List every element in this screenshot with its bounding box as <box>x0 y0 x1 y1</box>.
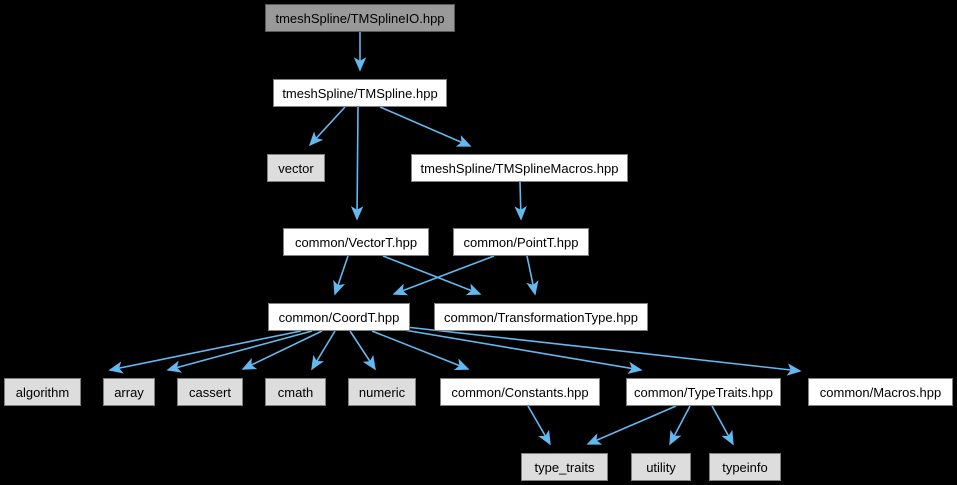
graph-edge <box>586 405 677 445</box>
edges-group <box>108 32 802 446</box>
graph-edge <box>349 330 376 371</box>
graph-node-label: array <box>114 384 144 400</box>
graph-edge <box>333 255 349 296</box>
graph-node-label: utility <box>646 459 676 475</box>
graph-edge <box>711 405 734 446</box>
graph-node[interactable]: utility <box>631 453 691 481</box>
graph-node[interactable]: common/TransformationType.hpp <box>434 303 648 331</box>
graph-node[interactable]: numeric <box>348 378 416 406</box>
graph-node-label: cmath <box>277 384 314 400</box>
graph-node[interactable]: type_traits <box>521 453 608 481</box>
graph-node-label: common/PointT.hpp <box>463 234 579 250</box>
graph-edge <box>405 326 802 376</box>
graph-node[interactable]: vector <box>267 154 325 182</box>
graph-node[interactable]: tmeshSpline/TMSplineIO.hpp <box>265 4 455 32</box>
graph-node[interactable]: common/VectorT.hpp <box>283 228 429 256</box>
graph-edge <box>403 329 643 375</box>
graph-edge <box>311 330 336 371</box>
graph-node[interactable]: algorithm <box>4 378 81 406</box>
graph-edge <box>669 405 691 446</box>
graph-node[interactable]: common/TypeTraits.hpp <box>626 378 781 406</box>
graph-node[interactable]: cassert <box>177 378 243 406</box>
graph-node-label: tmeshSpline/TMSplineIO.hpp <box>275 10 445 26</box>
graph-edge <box>382 255 482 296</box>
graph-node-label: tmeshSpline/TMSplineMacros.hpp <box>420 160 619 176</box>
graph-node[interactable]: common/CoordT.hpp <box>268 303 410 331</box>
graph-edge <box>526 255 539 296</box>
graph-node-label: algorithm <box>15 384 70 400</box>
graph-node-label: common/Macros.hpp <box>819 384 942 400</box>
graph-node-label: common/TransformationType.hpp <box>444 309 638 325</box>
graph-edge <box>241 330 323 370</box>
graph-node[interactable]: array <box>103 378 155 406</box>
graph-edge <box>350 106 364 221</box>
graph-node-label: cassert <box>189 384 231 400</box>
graph-node-label: common/CoordT.hpp <box>278 309 400 325</box>
graph-edge <box>166 330 313 373</box>
graph-node-label: vector <box>278 160 314 176</box>
graph-edge <box>371 330 470 371</box>
graph-edge <box>379 106 472 147</box>
graph-node[interactable]: common/Macros.hpp <box>808 378 953 406</box>
graph-node[interactable]: typeinfo <box>709 453 781 481</box>
graph-edge <box>108 330 302 374</box>
graph-edge <box>514 181 527 221</box>
graph-node-label: common/Constants.hpp <box>451 384 589 400</box>
graph-node-label: tmeshSpline/TMSpline.hpp <box>282 85 438 101</box>
graph-node[interactable]: tmeshSpline/TMSplineMacros.hpp <box>411 154 628 182</box>
graph-edge <box>308 106 346 147</box>
graph-node-label: numeric <box>358 384 406 400</box>
graph-edge <box>392 255 495 296</box>
graph-edge <box>527 405 551 446</box>
graph-node[interactable]: common/Constants.hpp <box>440 378 600 406</box>
graph-node[interactable]: common/PointT.hpp <box>453 228 589 256</box>
graph-node-label: common/TypeTraits.hpp <box>634 384 773 400</box>
graph-node[interactable]: tmeshSpline/TMSpline.hpp <box>273 79 447 107</box>
graph-node-label: type_traits <box>534 459 595 475</box>
graph-node-label: common/VectorT.hpp <box>294 234 418 250</box>
graph-node-label: typeinfo <box>722 459 768 475</box>
graph-node[interactable]: cmath <box>265 378 326 406</box>
